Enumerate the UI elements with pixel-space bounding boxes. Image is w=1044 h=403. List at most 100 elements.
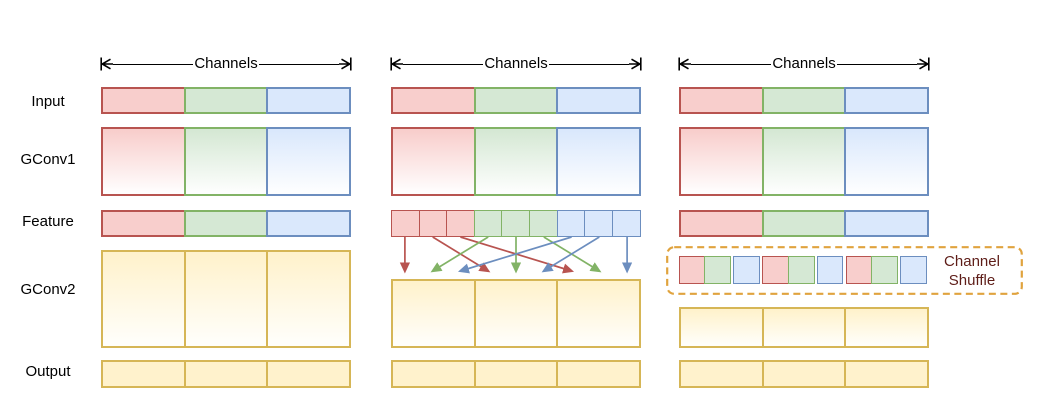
arrow-right-end-icon [339,57,352,71]
channel-block-red [762,256,790,284]
shuffled-feature-bar [679,256,927,284]
channels-label: Channels [194,55,258,72]
channel-block-green [473,87,559,114]
row-label-gconv2: GConv2 [20,281,76,298]
channels-arrow: Channels [678,56,930,72]
channel-block-red [845,256,873,284]
channel-block-yellow [473,279,559,348]
channel-block-blue [611,210,641,237]
arrow-line [548,63,630,65]
gconv1-bar [101,127,352,196]
arrow-left-end-icon [390,57,403,71]
channel-block-green [761,210,847,237]
channel-block-yellow [844,360,930,388]
channel-block-yellow [761,360,847,388]
channel-block-yellow [391,279,476,348]
input-bar [391,87,642,114]
channel-block-yellow [679,360,764,388]
channel-block-yellow [101,250,186,348]
channels-label: Channels [772,55,836,72]
channel-block-red [418,210,448,237]
channel-block-green [529,210,559,237]
arrow-right-end-icon [629,57,642,71]
channel-block-blue [844,127,930,196]
row-label-output: Output [25,363,71,380]
channel-block-yellow [266,250,352,348]
channel-block-yellow [679,307,764,348]
panel-shuffle-box: Channels Channel Shuffle [666,0,1023,403]
row-label-feature: Feature [22,213,74,230]
gconv2-bar [679,307,930,348]
arrow-line [113,63,194,65]
channel-block-blue [556,87,642,114]
channel-block-blue [900,256,927,284]
channel-block-green [183,210,269,237]
channel-block-green [704,256,732,284]
channel-shuffle-label: Channel Shuffle [944,253,1000,289]
channel-block-blue [556,127,642,196]
channel-block-yellow [266,360,352,388]
channel-block-green [787,256,815,284]
channel-shuffle-callout: Channel Shuffle [666,246,1023,295]
channels-arrow: Channels [100,56,352,72]
channel-block-green [473,210,503,237]
channel-block-green [761,87,847,114]
channel-block-red [101,87,186,114]
channel-block-yellow [844,307,930,348]
shuffle-arrows [391,236,641,278]
channel-block-yellow [761,307,847,348]
arrow-line [258,63,340,65]
channel-block-blue [733,256,760,284]
gconv1-bar [391,127,642,196]
row-label-input: Input [31,93,65,110]
channel-block-red [391,210,421,237]
channel-block-green [501,210,531,237]
feature-split-bar [391,210,641,237]
channel-block-red [446,210,476,237]
panel-shuffle-arrows: Channels [390,0,642,403]
channel-block-yellow [101,360,186,388]
channel-block-red [679,210,764,237]
channel-block-blue [266,127,352,196]
arrow-line [836,63,918,65]
gconv2-bar [101,250,352,348]
channel-block-blue [844,210,930,237]
channel-block-green [473,127,559,196]
arrow-left-end-icon [678,57,691,71]
channel-block-red [101,210,186,237]
shuffle-arrow-blue [457,236,572,274]
channel-block-red [679,127,764,196]
gconv1-bar [679,127,930,196]
channel-block-blue [584,210,614,237]
channel-block-green [761,127,847,196]
channel-block-yellow [556,360,642,388]
channel-block-blue [556,210,586,237]
channels-arrow: Channels [390,56,642,72]
channel-block-blue [266,210,352,237]
output-bar [679,360,930,388]
channel-block-blue [816,256,844,284]
channel-block-red [679,256,706,284]
channel-block-yellow [183,250,269,348]
channel-block-yellow [473,360,559,388]
feature-bar [101,210,352,237]
channel-block-red [391,127,476,196]
input-bar [101,87,352,114]
channel-block-blue [844,87,930,114]
output-bar [101,360,352,388]
feature-bar [679,210,930,237]
shuffle-arrow-blue [541,236,600,273]
channel-block-yellow [391,360,476,388]
channel-block-yellow [183,360,269,388]
input-bar [679,87,930,114]
arrow-right-end-icon [917,57,930,71]
shuffle-arrow-green [430,236,489,273]
dashed-border-icon [666,246,1023,295]
gconv2-bar [391,279,642,348]
arrow-line [403,63,484,65]
arrow-left-end-icon [100,57,113,71]
channel-block-red [101,127,186,196]
panel-no-shuffle: Channels [100,0,352,403]
channel-block-blue [266,87,352,114]
channels-label: Channels [484,55,548,72]
